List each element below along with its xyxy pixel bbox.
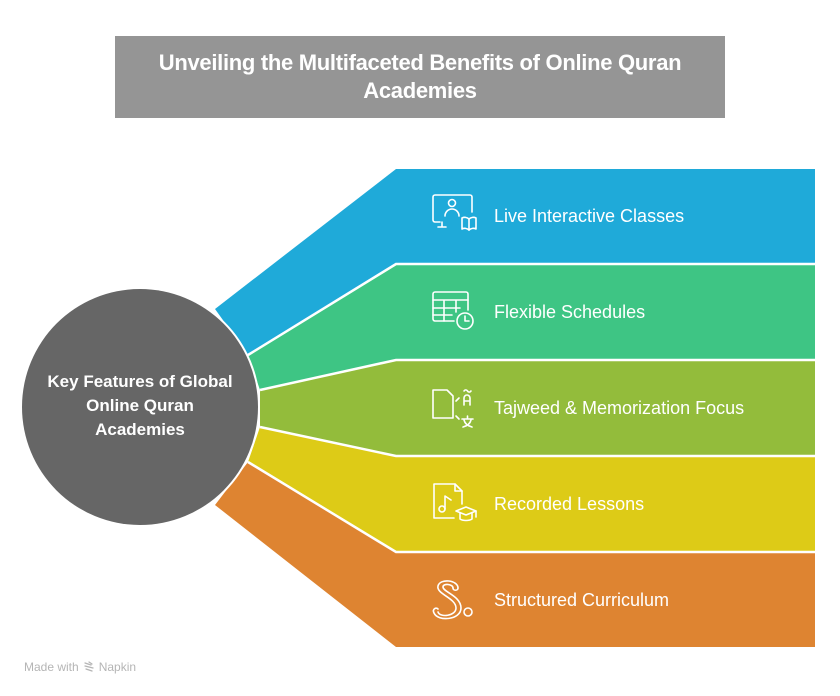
feature-label: Tajweed & Memorization Focus	[494, 397, 745, 418]
center-label: Key Features of Global Online Quran Acad…	[47, 372, 233, 439]
footer-brand: Napkin	[98, 660, 137, 674]
feature-label: Live Interactive Classes	[494, 205, 685, 226]
online-teacher-book-icon	[430, 192, 480, 240]
translate-document-icon	[430, 384, 480, 432]
napkin-logo-icon	[83, 661, 95, 673]
feature-label: Structured Curriculum	[494, 589, 670, 610]
calendar-clock-icon	[430, 288, 480, 336]
band-flexible-schedules	[248, 264, 815, 390]
feature-recorded-lessons: Recorded Lessons	[430, 483, 645, 524]
feature-label: Flexible Schedules	[494, 301, 646, 322]
feature-live-interactive-classes: Live Interactive Classes	[430, 194, 685, 236]
band-live-interactive-classes	[215, 169, 815, 355]
footer-text: Made with	[24, 660, 79, 674]
band-structured-curriculum	[215, 462, 815, 647]
band-tajweed-memorization	[260, 360, 815, 456]
title-banner: Unveiling the Multifaceted Benefits of O…	[115, 36, 725, 118]
music-file-graduation-icon	[430, 480, 480, 528]
feature-label: Recorded Lessons	[494, 493, 645, 514]
curriculum-path-icon	[430, 576, 480, 624]
made-with-napkin-footer: Made with Napkin	[24, 660, 136, 674]
feature-tajweed-memorization-focus: Tajweed & Memorization Focus	[430, 388, 744, 428]
feature-flexible-schedules: Flexible Schedules	[430, 291, 646, 332]
band-recorded-lessons	[248, 427, 815, 552]
page-title: Unveiling the Multifaceted Benefits of O…	[158, 50, 682, 103]
feature-structured-curriculum: Structured Curriculum	[430, 580, 669, 620]
